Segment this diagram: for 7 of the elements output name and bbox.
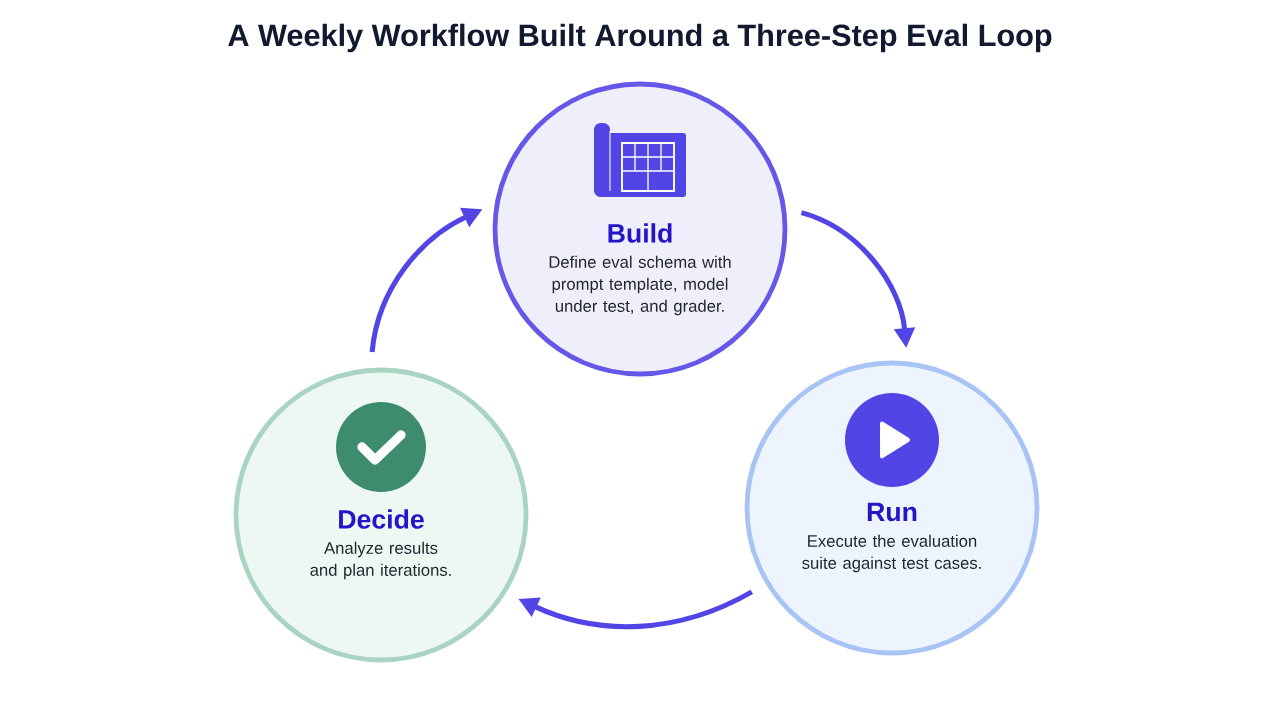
step-description: Define eval schema with prompt template, model under test, and grader. [549, 255, 731, 316]
title: A Weekly Workflow Built Around a Three-Step Eval Loop [228, 23, 1052, 53]
step-title: Decide [339, 509, 424, 529]
step-title: Run [867, 502, 917, 522]
step-description: Analyze results and plan iterations. [310, 541, 451, 580]
step-title: Build [608, 223, 672, 243]
step-description: Execute the evaluation suite against test cases. [802, 534, 981, 573]
